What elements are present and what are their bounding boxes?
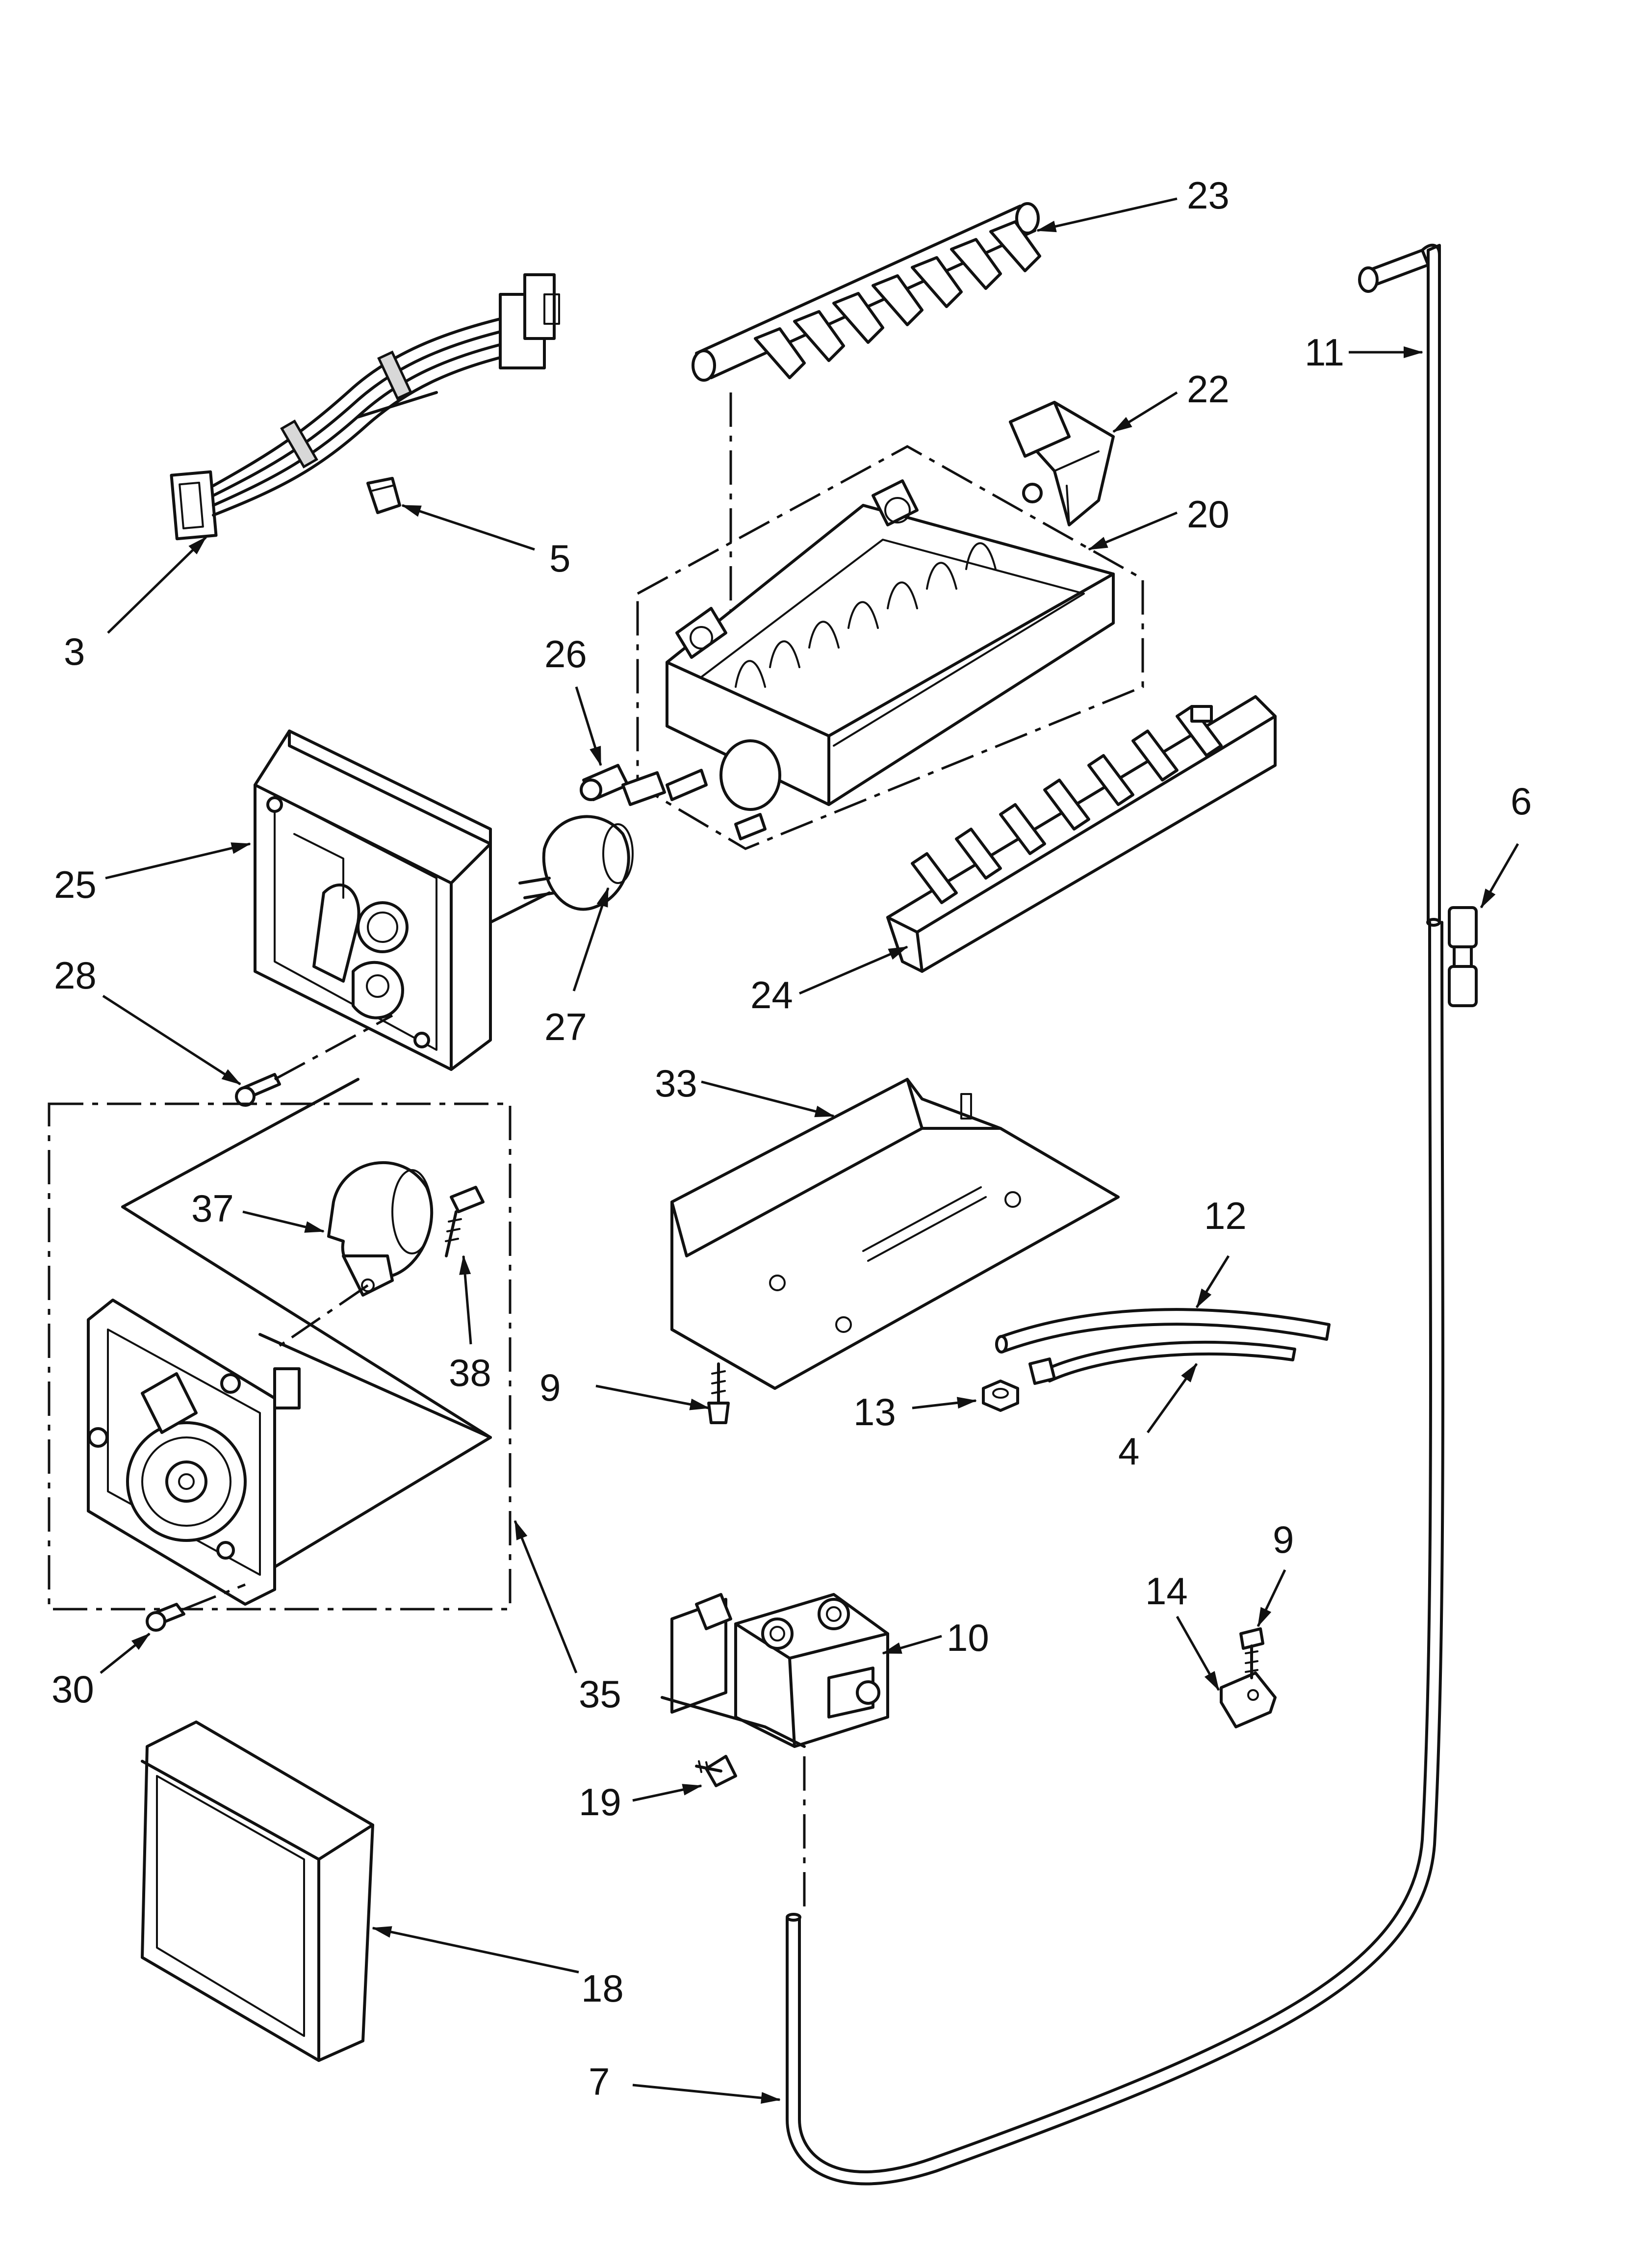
fill-cup-part [1009, 401, 1115, 526]
callout-13: 13 [853, 1390, 896, 1434]
leader-13 [912, 1397, 977, 1409]
clamp-part-14 [1220, 1671, 1277, 1728]
screw-part-38 [445, 1186, 485, 1257]
callout-9-left: 9 [539, 1366, 561, 1409]
leader-37 [242, 1210, 325, 1233]
callout-18: 18 [581, 1967, 624, 2010]
callout-24: 24 [750, 973, 793, 1017]
callout-25: 25 [54, 863, 97, 906]
leader-9-left [595, 1384, 710, 1410]
motor-module-part [87, 1078, 492, 1606]
callout-9-right: 9 [1273, 1518, 1294, 1561]
clip-part-5 [366, 477, 401, 514]
callout-30: 30 [51, 1668, 94, 1711]
screw-part-30 [146, 1583, 246, 1632]
leader-23 [1036, 197, 1178, 233]
nut-part [982, 1380, 1019, 1412]
callout-22: 22 [1187, 367, 1230, 411]
leader-33 [701, 1080, 835, 1118]
callout-27: 27 [544, 1005, 587, 1048]
leader-28 [102, 994, 241, 1086]
callout-6: 6 [1511, 780, 1532, 823]
water-valve-part [661, 1593, 889, 1913]
leader-3 [107, 536, 207, 634]
leader-12 [1195, 1255, 1230, 1308]
screw-part-28 [235, 1014, 393, 1107]
leader-25 [105, 842, 251, 880]
callout-labels: 3 5 23 22 20 11 26 25 27 28 24 6 33 37 3… [51, 174, 1532, 2103]
fill-tube-part [1358, 243, 1441, 927]
leader-10 [882, 1635, 942, 1655]
stripper-part [886, 695, 1277, 973]
leader-24 [799, 945, 908, 995]
leader-22 [1112, 391, 1178, 433]
leader-19 [632, 1784, 702, 1802]
leader-20 [1088, 511, 1178, 551]
leader-27 [572, 887, 610, 991]
inlet-tube-part [786, 921, 1444, 2186]
leader-26 [575, 686, 602, 766]
cover-part [141, 1721, 374, 2062]
leader-30 [100, 1633, 151, 1674]
screw-part-9-left [707, 1362, 730, 1424]
module-group-box [48, 1102, 512, 1611]
coupling-part [1448, 906, 1478, 1007]
tube-part-4 [1028, 1340, 1296, 1385]
clip-part-26 [580, 764, 666, 806]
callout-37: 37 [191, 1187, 234, 1230]
callout-14: 14 [1145, 1569, 1188, 1613]
callout-3: 3 [64, 630, 85, 673]
callout-10: 10 [947, 1616, 989, 1659]
callout-26: 26 [544, 632, 587, 676]
callout-38: 38 [449, 1351, 491, 1394]
callout-4: 4 [1118, 1430, 1139, 1473]
callout-35: 35 [579, 1672, 621, 1716]
mounting-plate-part [670, 1078, 1120, 1390]
callout-5: 5 [549, 537, 570, 580]
callout-12: 12 [1204, 1194, 1247, 1237]
leader-5 [401, 504, 535, 551]
screw-part-9-right [1239, 1627, 1264, 1679]
screw-part-19 [695, 1755, 737, 1787]
callout-23: 23 [1187, 174, 1230, 217]
leader-14 [1176, 1616, 1220, 1691]
tube-part-12 [995, 1308, 1331, 1354]
callout-28: 28 [54, 954, 97, 997]
leader-6 [1480, 843, 1519, 909]
callout-11: 11 [1305, 331, 1344, 374]
leader-38 [459, 1255, 472, 1345]
module-housing-part [254, 730, 551, 1071]
leader-18 [372, 1926, 579, 1974]
wire-harness-part [170, 273, 560, 541]
leader-9-right [1257, 1569, 1286, 1627]
leader-4 [1146, 1363, 1198, 1434]
thermostat-part [518, 815, 634, 911]
callout-19: 19 [579, 1780, 621, 1824]
leader-35 [513, 1520, 578, 1673]
ejector-shaft-part [692, 202, 1041, 726]
leader-7 [632, 2084, 781, 2104]
motor-part [274, 1161, 434, 1351]
callout-33: 33 [655, 1062, 697, 1105]
callout-20: 20 [1187, 493, 1230, 536]
callout-7: 7 [589, 2060, 610, 2103]
